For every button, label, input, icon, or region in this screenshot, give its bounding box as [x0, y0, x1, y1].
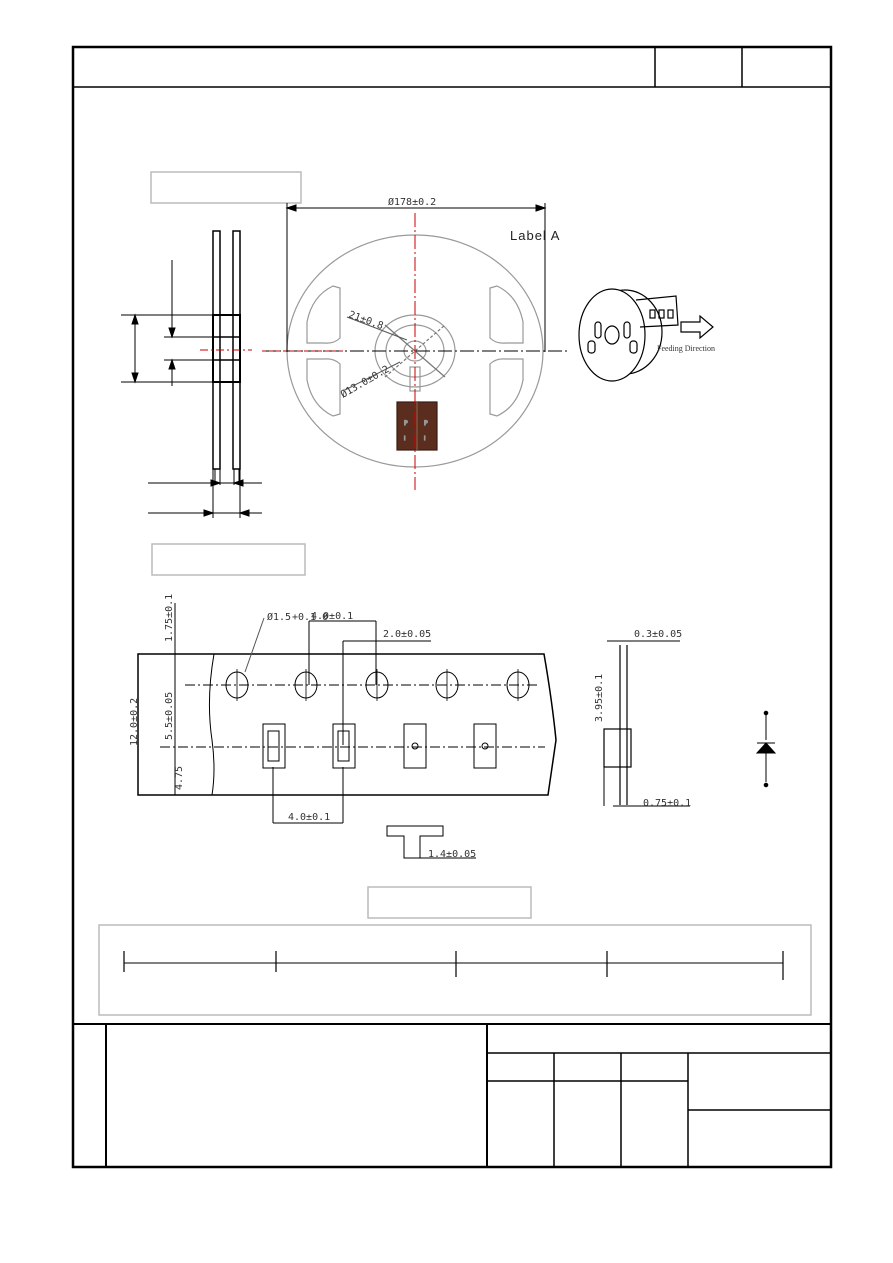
pocket-hole	[411, 742, 419, 750]
svg-text:P: P	[424, 420, 428, 427]
lower-margin: 4.75	[174, 766, 185, 790]
reel-side-view	[121, 230, 262, 518]
tape-pocket	[403, 723, 427, 769]
tape-dimension-lines	[174, 603, 431, 824]
svg-text:i: i	[404, 436, 405, 442]
pocket-detail	[386, 825, 476, 859]
holes-to-center: 5.5±0.05	[164, 692, 175, 740]
svg-text:i: i	[424, 436, 425, 442]
tape-pocket	[262, 723, 286, 769]
hole-to-pocket: 2.0±0.05	[383, 629, 431, 640]
pocket-depth: 3.95±0.1	[594, 674, 605, 722]
tape-pocket	[332, 723, 356, 769]
leader-trailer-diagram	[98, 924, 812, 1016]
sprocket-hole-tolerance: +0.1 0	[292, 612, 328, 623]
section-header-tape	[151, 543, 306, 576]
pocket-component	[267, 730, 280, 762]
label-a-text: Label A	[510, 228, 560, 243]
feeding-direction-sketch	[578, 288, 714, 382]
sprocket-hole-diameter: Ø1.5	[267, 611, 291, 623]
pocket-hole	[481, 742, 489, 750]
tape-pocket	[473, 723, 497, 769]
reel-outer-diameter: Ø178±0.2	[388, 196, 436, 208]
diode-symbol	[755, 710, 777, 788]
pocket-pitch: 4.0±0.1	[288, 812, 330, 823]
section-header-reel	[150, 171, 302, 204]
reel-dimensions	[285, 203, 547, 391]
section-header-leader	[367, 886, 532, 919]
feeding-direction-label: Feeding Direction	[657, 344, 715, 353]
tape-pockets	[262, 723, 497, 769]
pocket-width: 1.4±0.05	[428, 849, 476, 860]
carrier-tape	[137, 653, 557, 796]
sprocket-holes	[225, 669, 530, 701]
reel-center-lines	[262, 213, 570, 490]
hole-pitch: 4.0±0.1	[311, 611, 353, 622]
reel-inner-diameter: 21±0.8	[347, 309, 385, 332]
reel-hub-diameter: Ø13.0±0.2	[339, 363, 392, 400]
edge-to-holes: 1.75±0.1	[164, 594, 175, 642]
bottom-thickness: 0.75±0.1	[643, 798, 691, 809]
tape-width: 12.0±0.2	[129, 698, 140, 746]
title-block	[71, 45, 833, 1169]
tape-thickness: 0.3±0.05	[634, 629, 682, 640]
tape-cross-section	[603, 640, 690, 807]
svg-text:P: P	[404, 420, 408, 427]
